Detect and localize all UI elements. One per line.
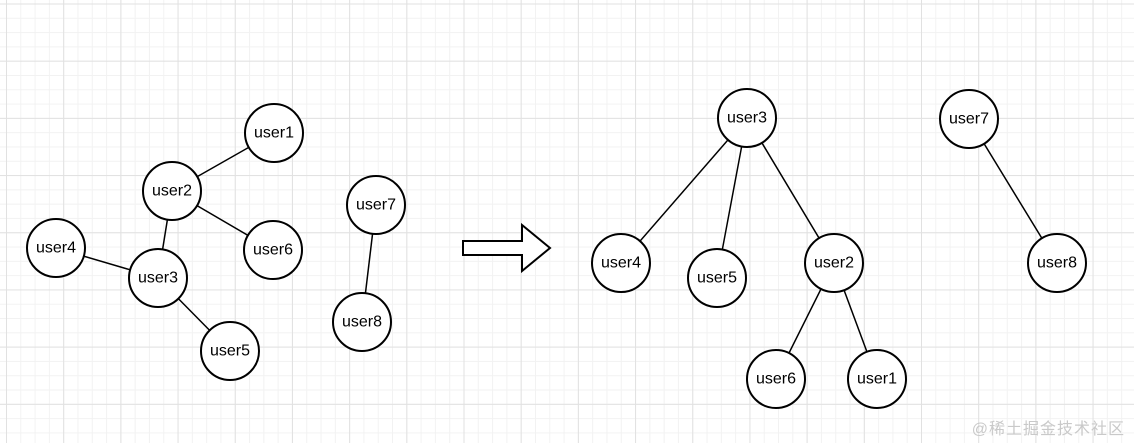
node-before-graph-user8: user8 [332, 292, 392, 352]
node-before-graph-user3: user3 [128, 248, 188, 308]
node-circle [142, 161, 202, 221]
watermark: @稀土掘金技术社区 [971, 421, 1125, 438]
node-label: user7 [356, 197, 396, 214]
node-before-graph-user5: user5 [200, 321, 260, 381]
node-circle [200, 321, 260, 381]
node-circle [687, 248, 747, 308]
node-after-tree-user4: user4 [591, 233, 651, 293]
node-circle [591, 233, 651, 293]
node-circle [128, 248, 188, 308]
right-arrow-icon [462, 222, 552, 274]
node-after-tree-user6: user6 [746, 349, 806, 409]
node-after-tree-user5: user5 [687, 248, 747, 308]
node-label: user2 [814, 255, 854, 272]
node-label: user3 [727, 110, 767, 127]
node-after-tree-user7: user7 [939, 89, 999, 149]
node-label: user5 [210, 343, 250, 360]
node-before-graph-user7: user7 [346, 175, 406, 235]
node-before-graph-user2: user2 [142, 161, 202, 221]
node-circle [26, 218, 86, 278]
node-label: user1 [857, 371, 897, 388]
after-tree: user3 user4 user5 user2 user6 user1 user7 user8 [591, 88, 1087, 409]
node-before-graph-user4: user4 [26, 218, 86, 278]
before-graph: user1 user2 user4 user6 user3 user5 user7 user8 [26, 103, 406, 381]
node-circle [1027, 233, 1087, 293]
node-label: user2 [152, 183, 192, 200]
edge-after-tree-user3-user4 [620, 117, 748, 264]
node-label: user5 [697, 270, 737, 287]
node-label: user6 [756, 371, 796, 388]
node-label: user3 [138, 270, 178, 287]
node-circle [243, 220, 303, 280]
node-label: user4 [36, 240, 76, 257]
node-label: user7 [949, 111, 989, 128]
node-circle [717, 88, 777, 148]
node-after-tree-user8: user8 [1027, 233, 1087, 293]
node-label: user6 [253, 242, 293, 259]
node-before-graph-user6: user6 [243, 220, 303, 280]
node-circle [939, 89, 999, 149]
node-label: user8 [1037, 255, 1077, 272]
node-after-tree-user1: user1 [847, 349, 907, 409]
node-before-graph-user1: user1 [244, 103, 304, 163]
node-circle [244, 103, 304, 163]
node-circle [847, 349, 907, 409]
node-label: user1 [254, 125, 294, 142]
node-label: user8 [342, 314, 382, 331]
node-after-tree-user3: user3 [717, 88, 777, 148]
node-label: user4 [601, 255, 641, 272]
node-circle [746, 349, 806, 409]
node-after-tree-user2: user2 [804, 233, 864, 293]
node-circle [346, 175, 406, 235]
node-circle [332, 292, 392, 352]
node-circle [804, 233, 864, 293]
